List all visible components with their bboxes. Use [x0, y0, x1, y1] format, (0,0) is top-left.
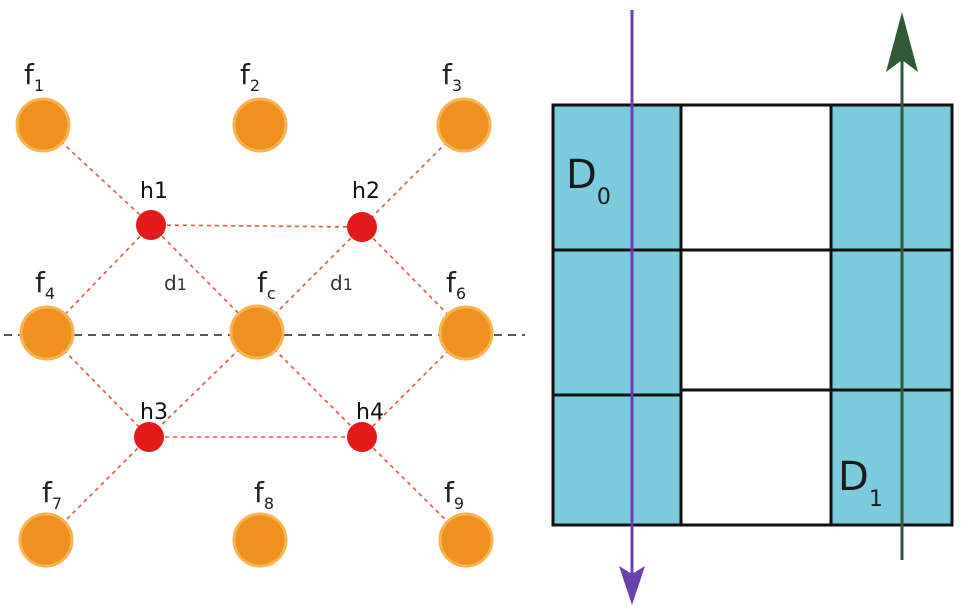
node-f6	[438, 305, 494, 361]
node-fc	[229, 304, 285, 360]
label-h1: h1	[140, 179, 168, 204]
cell-r2-c3	[829, 248, 954, 392]
node-f4	[19, 305, 75, 361]
f-nodes	[15, 97, 494, 568]
node-f7	[18, 512, 74, 568]
label-fc: fc	[257, 266, 276, 303]
cell-r2-c1	[551, 248, 683, 397]
lattice-diagram: f1 f2 f3 f4 fc f6 f7 f8 f9 h1 h2 h3 h4 d…	[4, 58, 525, 568]
label-h3: h3	[140, 400, 168, 425]
label-h2: h2	[352, 179, 380, 204]
label-f2: f2	[240, 58, 260, 95]
arrow-up	[886, 12, 918, 560]
label-f9: f9	[444, 476, 464, 513]
node-h1	[136, 210, 166, 240]
h-nodes	[134, 210, 377, 452]
grid-diagram: D0 D1	[551, 10, 954, 605]
label-h4: h4	[356, 400, 384, 425]
node-h4	[347, 422, 377, 452]
label-f1: f1	[24, 58, 44, 95]
label-d1-right: d1	[330, 271, 353, 295]
label-D1: D1	[838, 454, 883, 512]
link-h1-h2	[150, 224, 363, 228]
label-D0: D0	[566, 152, 611, 210]
arrow-down	[619, 10, 645, 605]
label-d1-left: d1	[164, 271, 187, 295]
label-f6: f6	[446, 266, 466, 303]
cell-r1-c3	[829, 103, 954, 252]
node-f2	[232, 97, 288, 153]
arrow-down-head	[619, 566, 645, 605]
label-f7: f7	[42, 476, 62, 513]
node-f3	[436, 97, 492, 153]
cell-r3-c3	[829, 388, 954, 527]
cell-r3-c1	[551, 393, 683, 527]
node-f1	[15, 97, 71, 153]
node-h3	[134, 422, 164, 452]
arrow-up-head	[886, 12, 918, 72]
link-h1-fc	[150, 224, 258, 333]
label-f4: f4	[35, 266, 55, 303]
cell-r1-c2	[679, 103, 833, 252]
node-f9	[438, 512, 494, 568]
node-h2	[347, 212, 377, 242]
cell-r3-c2	[679, 388, 833, 527]
cell-r2-c2	[679, 248, 833, 392]
grid-cells	[551, 103, 954, 527]
node-f8	[232, 512, 288, 568]
label-f8: f8	[254, 476, 274, 513]
label-f3: f3	[442, 58, 462, 95]
link-h1-f4	[46, 224, 152, 334]
